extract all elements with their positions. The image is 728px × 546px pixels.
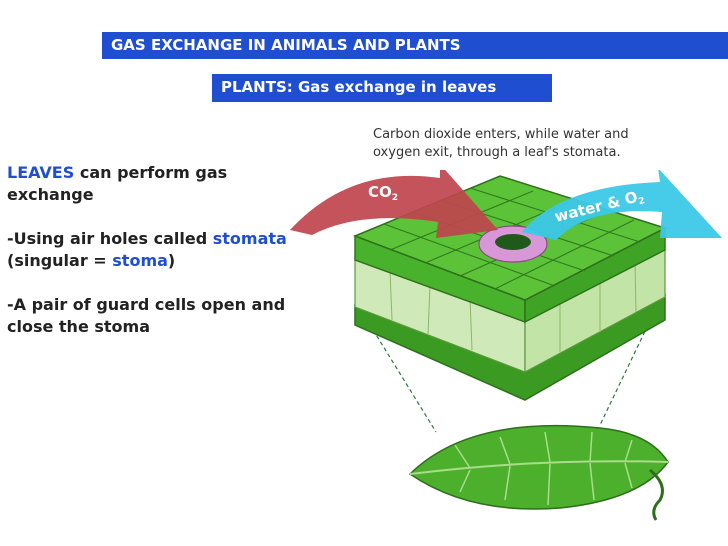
- main-title: GAS EXCHANGE IN ANIMALS AND PLANTS: [111, 36, 461, 54]
- paragraph-stomata: -Using air holes called stomata (singula…: [7, 228, 289, 272]
- water-o2-arrow: [522, 170, 722, 240]
- main-title-banner: GAS EXCHANGE IN ANIMALS AND PLANTS: [102, 32, 728, 59]
- bullet-dash: -: [7, 229, 14, 248]
- stoma: [478, 225, 548, 263]
- stomata-term: stomata: [212, 229, 287, 248]
- paragraph-guard-cells: -A pair of guard cells open and close th…: [7, 294, 289, 338]
- co2-label: CO2: [368, 183, 398, 203]
- leaves-text: can perform gas exchange: [7, 163, 228, 204]
- guard-cells-text: A pair of guard cells open and close the…: [7, 295, 286, 336]
- bullet-dash: -: [7, 295, 14, 314]
- subtitle: PLANTS: Gas exchange in leaves: [221, 78, 497, 96]
- stomata-text-3: ): [167, 251, 176, 270]
- paragraph-leaves: LEAVES can perform gas exchange: [7, 162, 289, 206]
- body-text: LEAVES can perform gas exchange -Using a…: [7, 162, 289, 360]
- caption-line-2: oxygen exit, through a leaf's stomata.: [373, 145, 621, 160]
- figure-caption: Carbon dioxide enters, while water and o…: [373, 126, 673, 162]
- mesophyll-cells: [389, 261, 637, 352]
- caption-line-1: Carbon dioxide enters, while water and: [373, 127, 629, 142]
- subtitle-banner: PLANTS: Gas exchange in leaves: [212, 74, 552, 102]
- stomata-text-1: Using air holes called: [13, 229, 213, 248]
- stoma-term: stoma: [112, 251, 168, 270]
- stomata-text-2: (singular =: [7, 251, 113, 270]
- leaf-diagram: CO2 water & O2: [290, 170, 722, 521]
- co2-arrow: [290, 170, 498, 238]
- leaf-icon: [408, 424, 669, 521]
- leaves-term: LEAVES: [7, 163, 75, 182]
